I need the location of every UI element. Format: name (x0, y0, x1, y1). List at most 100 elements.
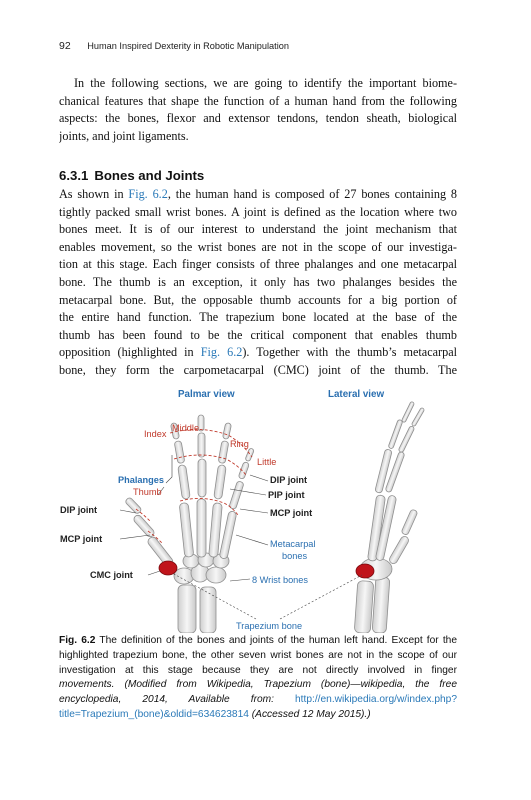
metacarpal-bone (196, 498, 207, 558)
section-line-6: bone. The thumb is an exception, it only… (59, 274, 457, 289)
label-bones: bones (282, 551, 307, 561)
section-line-3: bones meet. It is of our interest to und… (59, 222, 457, 237)
section-line-4: enables movement, so the wrist bones are… (59, 239, 457, 254)
proximal-phalanx (177, 464, 191, 500)
running-title: Human Inspired Dexterity in Robotic Mani… (87, 41, 289, 51)
section-line-11: bone, they form the carpometacarpal (CMC… (59, 362, 457, 377)
section-line-9: thumb has been found to be the critical … (59, 327, 457, 342)
forearm-bone (372, 576, 390, 633)
figure-link[interactable]: Fig. 6.2 (200, 345, 243, 360)
intro-line-1: In the following sections, we are going … (74, 76, 457, 90)
phalanx-lateral (401, 401, 415, 423)
palmar-view-title: Palmar view (178, 389, 235, 400)
label-little: Little (257, 457, 276, 467)
running-header: 92 Human Inspired Dexterity in Robotic M… (59, 40, 479, 52)
ulna-bone (199, 586, 217, 633)
wrist-leader (229, 578, 251, 582)
proximal-phalanx (229, 481, 244, 510)
phalanx-lateral (398, 425, 415, 453)
thumb-phalanx-lateral (401, 509, 418, 535)
proximal-phalanx (197, 458, 207, 498)
label-cmc-joint: CMC joint (90, 570, 133, 580)
hand-bones-figure: Palmar view Lateral view (60, 385, 472, 633)
dip-right-leader (249, 474, 269, 482)
trapezium-bone-lateral (355, 563, 375, 579)
distal-phalanx (197, 414, 205, 432)
mcp-dash (179, 498, 239, 516)
phalanx-lateral (388, 419, 403, 449)
intro-line-3: aspects: the bones, flexor and extensor … (59, 111, 457, 126)
label-index: Index (144, 429, 167, 439)
metacarpal-lateral (375, 495, 397, 561)
thumb-mcp-dash (147, 530, 163, 544)
phalanges-bracket (165, 455, 173, 484)
caption-line-2: highlighted trapezium bone, the other se… (59, 649, 457, 661)
label-dip-joint-left: DIP joint (60, 505, 97, 515)
caption-line-4: movements. (Modified from Wikipedia, Tra… (59, 679, 457, 691)
section-number: 6.3.1 (59, 168, 89, 183)
section-line-10: opposition (highlighted in Fig. 6.2). To… (59, 345, 457, 360)
metacarpal-lateral (367, 494, 386, 562)
phalanx-lateral (411, 407, 425, 427)
label-wrist-bones: 8 Wrist bones (252, 575, 308, 585)
metacarpal-bone (179, 502, 194, 558)
thumb-distal-phalanx (125, 497, 142, 514)
middle-phalanx (218, 440, 229, 464)
palmar-hand (125, 414, 255, 633)
label-dip-joint-right: DIP joint (270, 475, 307, 485)
thumb-dip-dash (135, 508, 151, 522)
cmc-leader (147, 570, 161, 576)
label-middle: Middle (172, 423, 199, 433)
proximal-phalanx (213, 464, 227, 500)
section-line-5: tion at this stage. Each finger consists… (59, 257, 457, 272)
metacarpal-leader (235, 534, 269, 546)
section-line-7: metacarpal bone. But, the opposable thum… (59, 292, 457, 307)
middle-phalanx (238, 461, 250, 480)
lateral-view-title: Lateral view (328, 389, 384, 400)
lateral-hand (354, 401, 425, 633)
leader-lines (119, 455, 363, 620)
radius-bone (177, 584, 197, 633)
label-mcp-joint-right: MCP joint (270, 508, 312, 518)
label-metacarpal: Metacarpal (270, 539, 315, 549)
intro-paragraph: In the following sections, we are going … (59, 75, 457, 145)
page-number: 92 (59, 40, 71, 52)
caption-figure-number: Fig. 6.2 (59, 635, 96, 646)
trapezium-bone-palmar (158, 560, 178, 576)
hand-illustration: Palmar view Lateral view (60, 389, 425, 633)
trapezium-leader-right (279, 574, 363, 620)
middle-phalanx (174, 440, 185, 464)
caption-link[interactable]: title=Trapezium_(bone)&oldid=634623814 (59, 708, 249, 720)
figure-link[interactable]: Fig. 6.2 (128, 187, 168, 201)
label-mcp-joint-left: MCP joint (60, 534, 102, 544)
label-thumb: Thumb (133, 487, 162, 497)
caption-line-3: investigation at this stage because they… (59, 664, 457, 676)
caption-line-6: title=Trapezium_(bone)&oldid=634623814 (… (59, 708, 371, 720)
forearm-bone (354, 580, 374, 633)
intro-line-2: chanical features that shape the functio… (59, 93, 457, 108)
section-line-8: the entire hand function. The trapezium … (59, 310, 457, 325)
thumb-leader (157, 486, 165, 496)
label-pip-joint: PIP joint (268, 490, 305, 500)
section-line-1: As shown in Fig. 6.2, the human hand is … (59, 187, 457, 201)
pip-right-leader (229, 488, 267, 496)
metacarpal-bone (219, 511, 237, 559)
phalanx-lateral (375, 449, 392, 494)
wrist-bone (205, 566, 227, 584)
caption-link[interactable]: http://en.wikipedia.org/w/index.php? (295, 694, 457, 706)
mcp-right-leader (239, 508, 269, 514)
label-trapezium-bone: Trapezium bone (236, 621, 302, 631)
distal-phalanx (245, 448, 255, 462)
metacarpal-bone (208, 502, 223, 558)
label-phalanges: Phalanges (118, 475, 164, 485)
section-line-2: tightly packed small wrist bones. A join… (59, 204, 457, 219)
dip-dash (173, 454, 247, 476)
intro-line-4: joints, and joint ligaments. (59, 128, 189, 143)
fingertip-dash (169, 429, 253, 458)
caption-line-5: encyclopedia, 2014, Available from: http… (59, 694, 457, 706)
middle-phalanx (197, 432, 206, 458)
